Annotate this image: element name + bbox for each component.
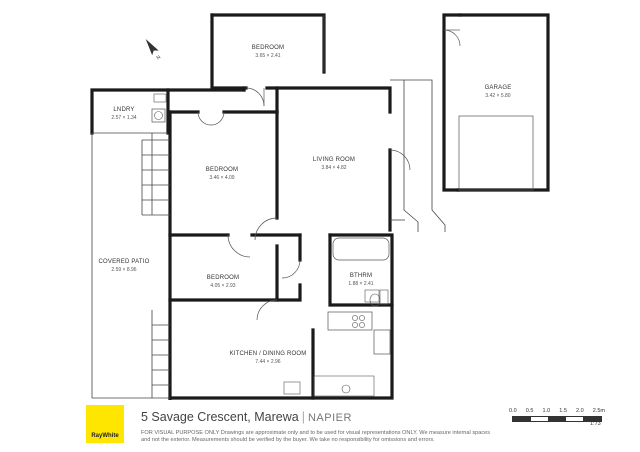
- room-dims-lndry: 2.57 × 1.34: [111, 115, 136, 121]
- room-dims-bedroom-top: 3.65 × 2.41: [255, 53, 280, 59]
- wall-main: [166, 86, 394, 400]
- room-name-garage: GARAGE: [485, 85, 512, 91]
- address-text: 5 Savage Crescent, Marewa: [141, 410, 299, 424]
- kitchen-fixtures: [283, 311, 391, 397]
- stove-icon: [352, 315, 358, 321]
- room-name-kitchen: KITCHEN / DINING ROOM: [230, 351, 307, 357]
- room-name-bthrm: BTHRM: [350, 273, 372, 279]
- sink-icon: [283, 381, 301, 395]
- room-name-patio: COVERED PATIO: [98, 259, 149, 265]
- scale-tick: 0.0: [509, 408, 517, 414]
- scale-tick: 0.5: [525, 408, 534, 414]
- washer-icon: [151, 108, 166, 123]
- address-city: NAPIER: [307, 412, 352, 424]
- scale-tick: 2.5m: [592, 408, 605, 414]
- wall-bedroom-top: [210, 13, 326, 114]
- scale-tick: 2.0: [576, 408, 584, 414]
- room-dims-kitchen: 7.44 × 2.96: [255, 359, 280, 365]
- room-labels: BEDROOM 3.65 × 2.41 LNDRY 2.57 × 1.34 BE…: [98, 45, 511, 365]
- toilet-icon: [364, 289, 380, 303]
- fan-icon: [341, 384, 351, 394]
- room-name-bedroom-low: BEDROOM: [207, 275, 239, 281]
- wall-laundry: [90, 88, 170, 135]
- room-name-bedroom-top: BEDROOM: [252, 45, 284, 51]
- address-separator: |: [301, 410, 305, 424]
- property-address: 5 Savage Crescent, Marewa|NAPIER: [141, 410, 352, 424]
- patio-outline: [91, 133, 170, 399]
- room-dims-garage: 3.42 × 5.80: [485, 93, 510, 99]
- entry-steps: [390, 79, 446, 232]
- scale-bar: [512, 416, 602, 422]
- garage-door-icon: [458, 115, 534, 191]
- logo-text: RayWhite: [91, 433, 119, 439]
- doors: [197, 111, 411, 321]
- bath-icon: [332, 237, 390, 261]
- scale-tick: 1.5: [559, 408, 567, 414]
- room-dims-bthrm: 1.88 × 2.41: [348, 281, 373, 287]
- wall-garage: [442, 13, 550, 192]
- room-name-lndry: LNDRY: [113, 107, 134, 113]
- svg-text:N: N: [156, 54, 163, 61]
- tub-icon: [153, 93, 167, 103]
- room-dims-bedroom-low: 4.05 × 2.93: [210, 283, 235, 289]
- disclaimer-text: FOR VISUAL PURPOSE ONLY Drawings are app…: [141, 430, 491, 443]
- room-dims-living: 3.84 × 4.82: [321, 165, 346, 171]
- scale-labels: 0.0 0.5 1.0 1.5 2.0 2.5m: [509, 408, 605, 414]
- raywhite-logo: RayWhite: [86, 405, 124, 443]
- room-dims-patio: 2.59 × 8.96: [111, 267, 136, 273]
- floor-plan: N: [90, 13, 550, 400]
- scale-tick: 1.0: [542, 408, 551, 414]
- basin-icon: [379, 289, 389, 305]
- room-name-living: LIVING ROOM: [313, 157, 355, 163]
- room-name-bedroom-mid: BEDROOM: [206, 167, 238, 173]
- compass-icon: N: [145, 38, 163, 61]
- bathroom-fixtures: [332, 237, 390, 307]
- scale-ratio: 1:73: [590, 421, 601, 427]
- room-dims-bedroom-mid: 3.46 × 4.09: [209, 175, 234, 181]
- sink-icon: [373, 329, 391, 355]
